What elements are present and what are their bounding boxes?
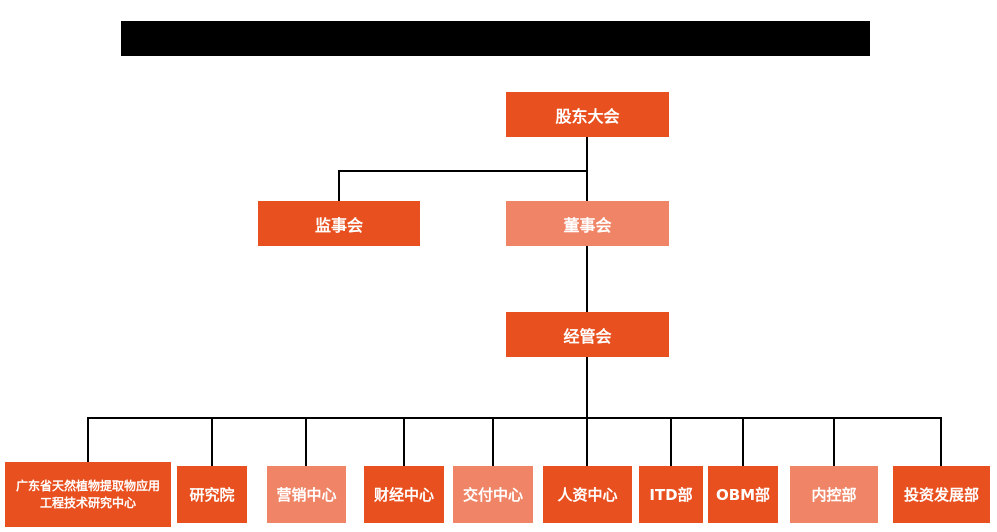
node-label: 监事会 xyxy=(314,215,363,235)
node-label: 研究院 xyxy=(189,486,235,504)
redacted-title-bar xyxy=(121,21,870,56)
node-label: 广东省天然植物提取物应用工程技术研究中心 xyxy=(15,479,160,510)
node-label: 财经中心 xyxy=(373,486,434,504)
connector-line xyxy=(305,417,307,466)
node-label: 交付中心 xyxy=(462,486,523,504)
node-dept-obm: OBM部 xyxy=(708,466,778,523)
node-label: 营销中心 xyxy=(276,486,337,504)
node-dept-finance-center: 财经中心 xyxy=(364,466,444,523)
connector-line xyxy=(492,417,494,466)
node-dept-research-center: 广东省天然植物提取物应用工程技术研究中心 xyxy=(5,462,171,527)
node-dept-itd: ITD部 xyxy=(639,466,703,523)
node-management-committee: 经管会 xyxy=(506,312,669,357)
node-dept-delivery-center: 交付中心 xyxy=(453,466,533,523)
node-dept-investment-development: 投资发展部 xyxy=(893,466,990,523)
connector-line xyxy=(670,417,672,466)
node-label: 董事会 xyxy=(563,215,612,235)
connector-line xyxy=(586,357,588,418)
node-dept-marketing-center: 营销中心 xyxy=(267,466,346,523)
connector-line xyxy=(586,246,588,312)
node-label: 人资中心 xyxy=(557,486,618,504)
connector-line xyxy=(586,137,588,201)
node-label: 股东大会 xyxy=(555,106,620,126)
node-label: OBM部 xyxy=(715,486,771,504)
node-supervisory-board: 监事会 xyxy=(258,201,420,246)
connector-line xyxy=(211,417,213,466)
connector-line xyxy=(338,170,340,201)
node-board-of-directors: 董事会 xyxy=(506,201,669,246)
node-dept-research-institute: 研究院 xyxy=(177,466,247,523)
connector-line xyxy=(586,417,588,466)
node-dept-internal-control: 内控部 xyxy=(790,466,878,523)
connector-line xyxy=(742,417,744,466)
node-shareholders-meeting: 股东大会 xyxy=(506,92,669,137)
connector-line xyxy=(338,170,588,172)
node-dept-hr-center: 人资中心 xyxy=(543,466,632,523)
connector-line xyxy=(87,417,89,466)
node-label: 投资发展部 xyxy=(903,486,979,504)
connector-line xyxy=(87,417,942,419)
node-label: ITD部 xyxy=(649,486,693,504)
connector-line xyxy=(403,417,405,466)
node-label: 内控部 xyxy=(811,486,857,504)
connector-line xyxy=(940,417,942,466)
connector-line xyxy=(833,417,835,466)
node-label: 经管会 xyxy=(563,326,612,346)
